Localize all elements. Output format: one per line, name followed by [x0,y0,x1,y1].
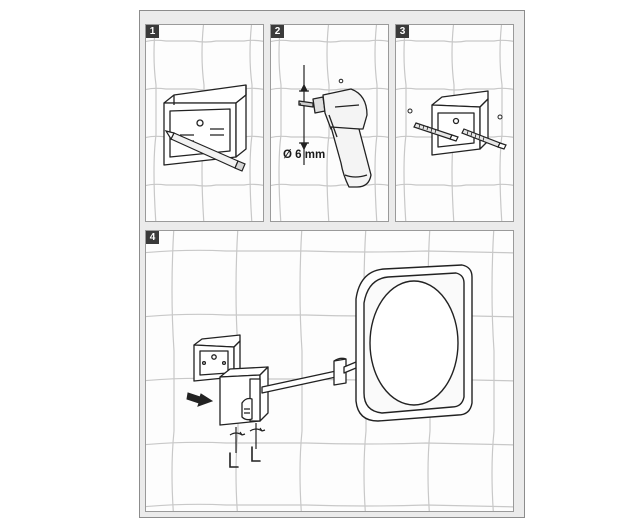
wall-bracket [193,334,241,382]
push-arrow [186,392,214,407]
bracket-with-pencil [163,84,247,172]
bracket-with-screws [407,90,507,156]
step-number-1: 1 [146,25,159,38]
mounting-block [219,366,269,426]
step-number-3: 3 [396,25,409,38]
mirror-assembly [186,264,473,468]
step-number-4: 4 [146,231,159,244]
wall-tiles [271,25,388,221]
step-panel-1: 1 [145,24,264,222]
drill-illustration [298,65,372,188]
mirror [355,264,473,422]
step-number-2: 2 [271,25,284,38]
mirror-arm [261,356,369,394]
drill-diameter-label: Ø 6 mm [283,149,326,161]
fixing-screws [229,423,266,453]
allen-keys [229,446,261,468]
step-panel-2: 2 [270,24,389,222]
step-panel-3: 3 [395,24,514,222]
step-panel-4: 4 [145,230,514,512]
